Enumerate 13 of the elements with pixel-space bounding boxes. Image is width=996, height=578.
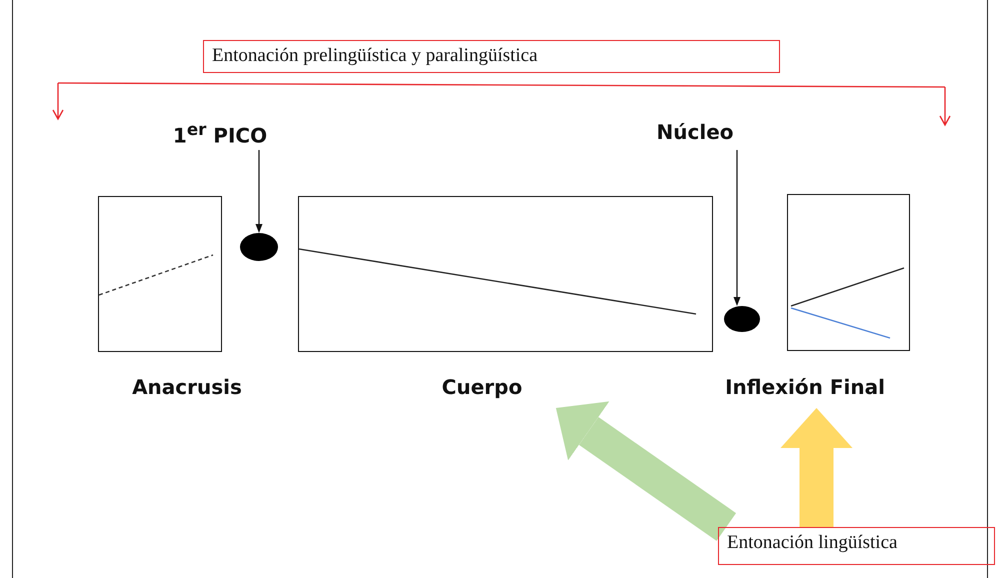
arrow <box>256 150 262 233</box>
segment-label: Anacrusis <box>131 375 243 399</box>
segment-label: Inflexión Final <box>724 375 886 399</box>
intonation-peak-dot <box>724 306 760 332</box>
segment-label: Cuerpo <box>440 375 524 399</box>
arrow <box>734 150 740 306</box>
text-box: Entonación lingüística <box>718 527 995 565</box>
block-arrow <box>556 401 736 541</box>
block-arrow <box>780 408 852 527</box>
intonation-peak-dot <box>240 233 278 261</box>
heading-label: 1$^{er}$ PICO <box>160 120 280 150</box>
text-box: Entonación prelingüística y paralingüística <box>203 40 780 73</box>
heading-label: Núcleo <box>640 120 750 150</box>
